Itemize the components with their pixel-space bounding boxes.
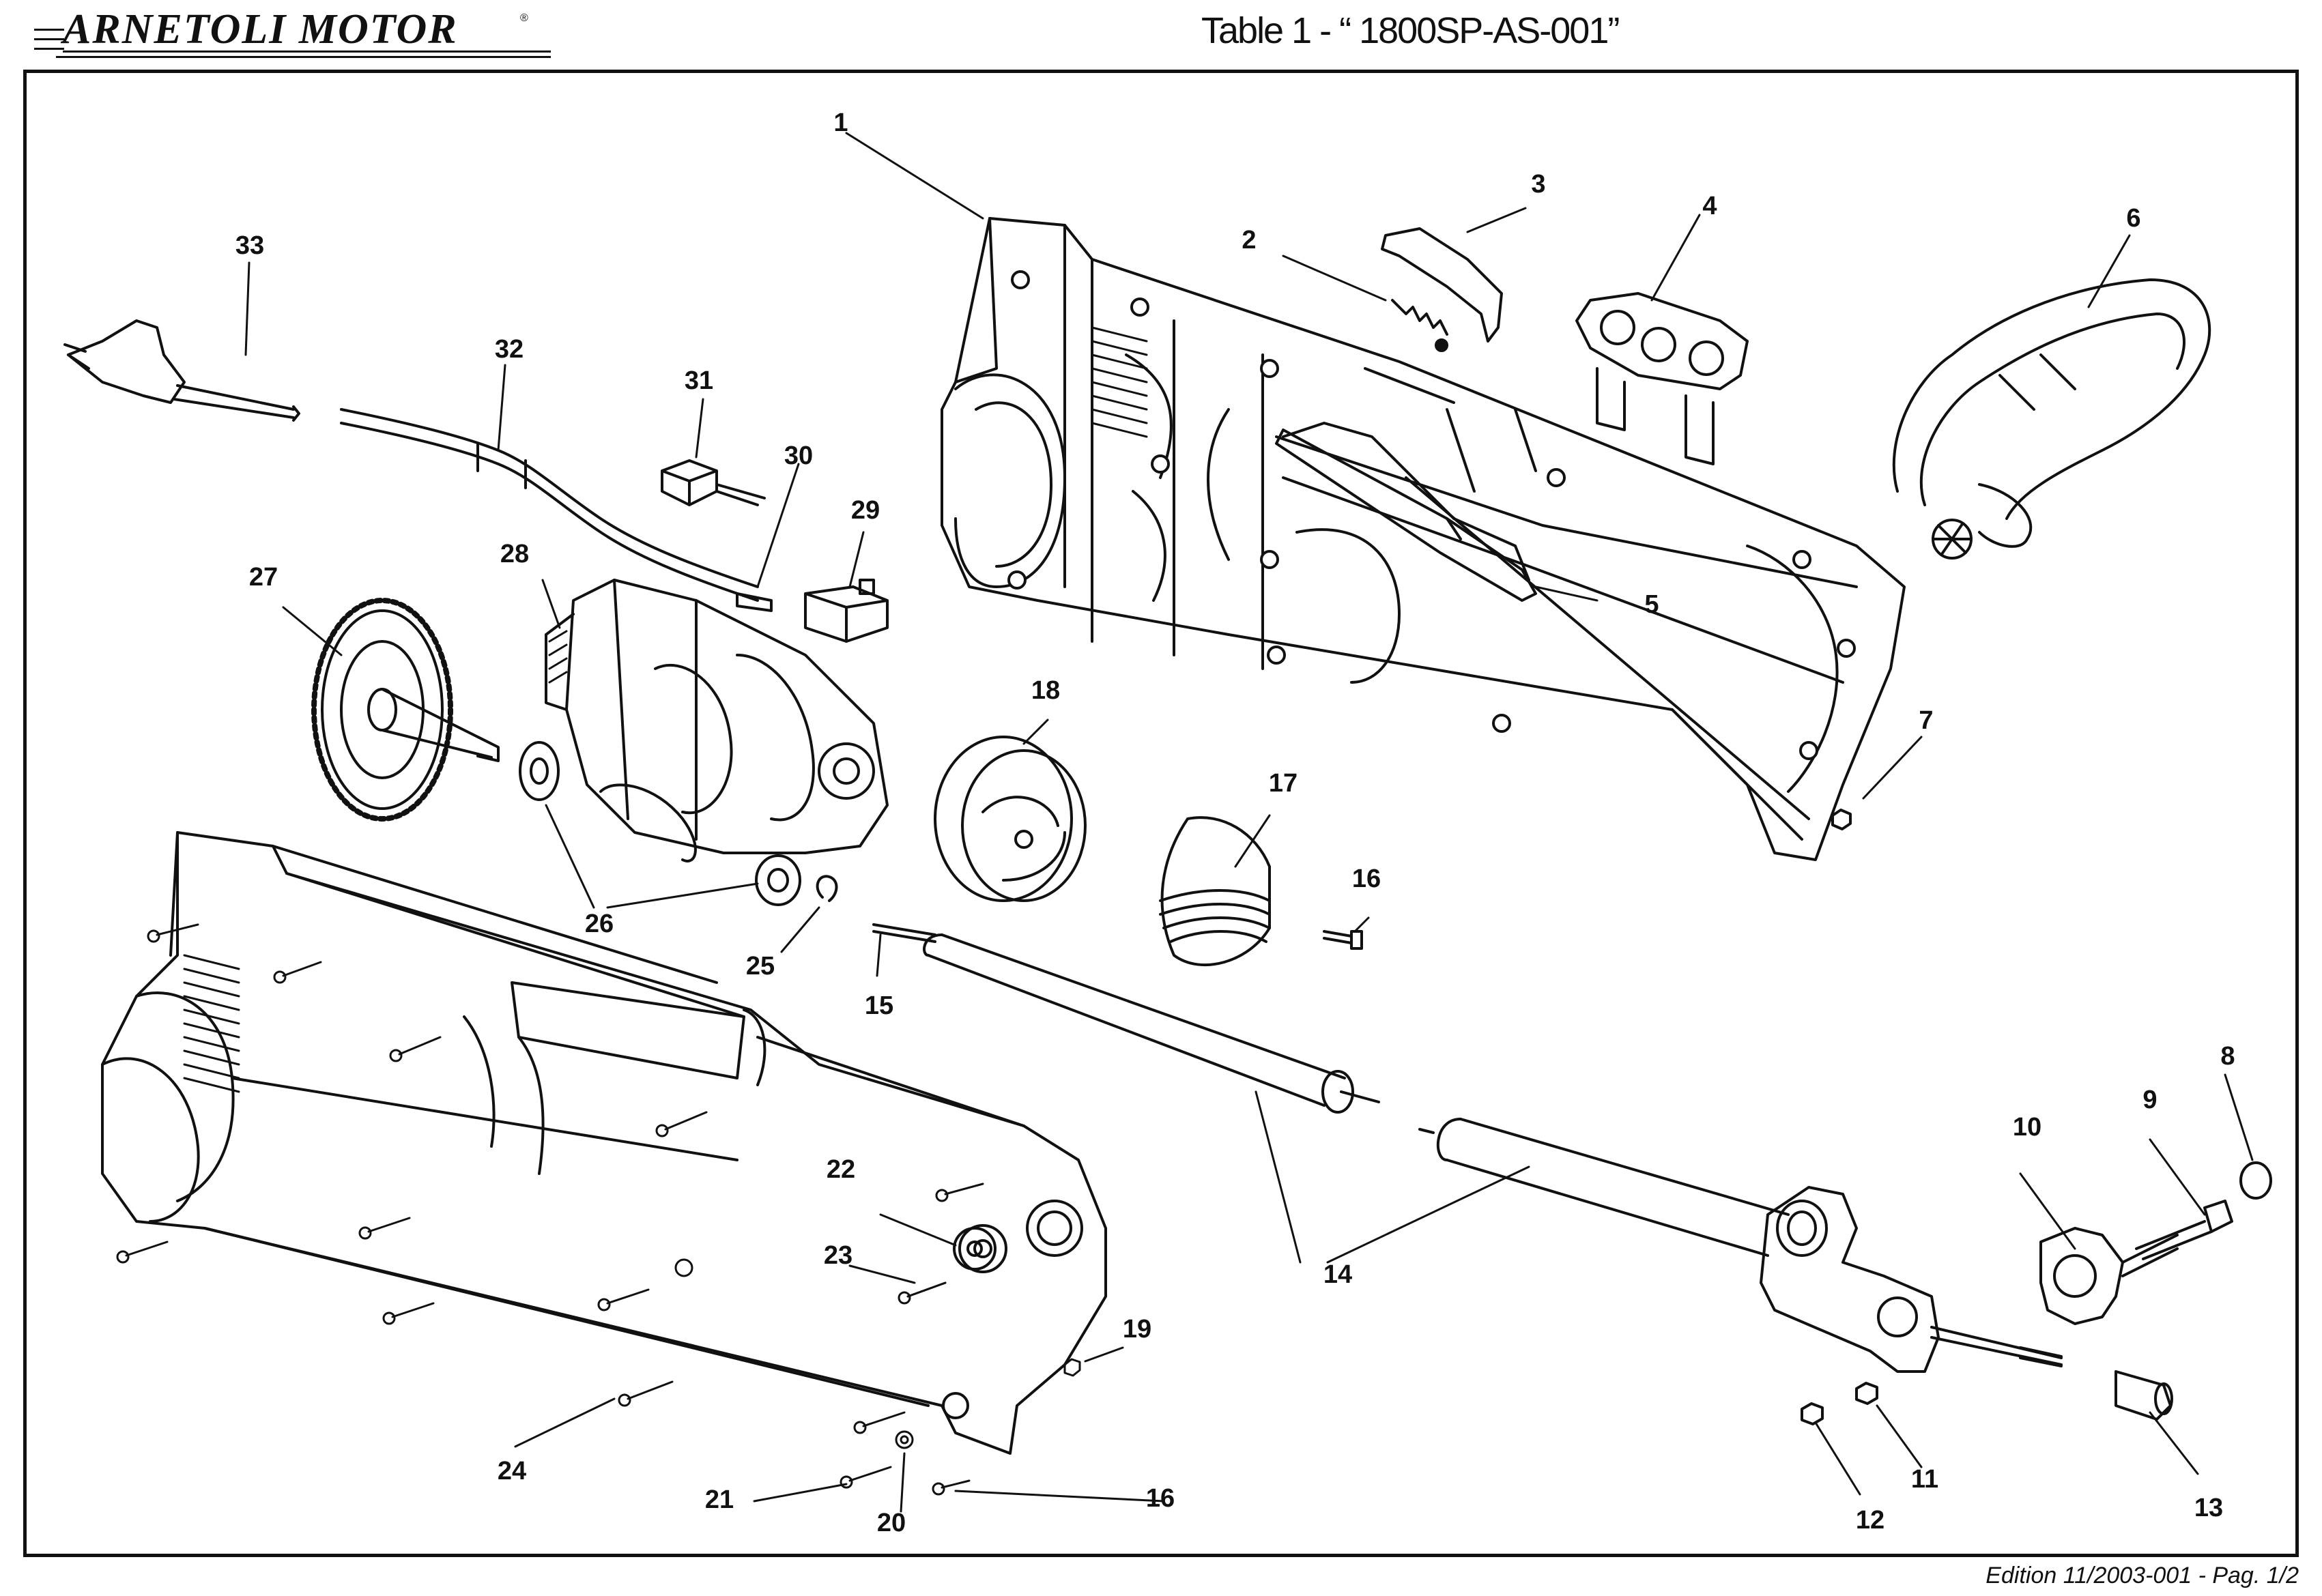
- part-switch: [804, 579, 889, 643]
- edition-footer: Edition 11/2003-001 - Pag. 1/2: [1986, 1563, 2299, 1588]
- part-tube-lower: [1418, 1118, 1790, 1257]
- callout-33: 33: [235, 231, 264, 260]
- callout-25: 25: [746, 952, 775, 981]
- part-nut-12: [1801, 1402, 1824, 1425]
- logo-rule: [34, 29, 64, 31]
- registered-mark: ®: [520, 12, 528, 24]
- part-screw-16: [1323, 930, 1363, 950]
- part-housing-lower: [101, 831, 1107, 1455]
- callout-14: 14: [1323, 1260, 1352, 1289]
- callout-23: 23: [824, 1241, 852, 1270]
- part-gear: [311, 598, 500, 822]
- part-circlip: [816, 875, 838, 902]
- part-terminal: [736, 592, 773, 612]
- callout-7: 7: [1919, 706, 1933, 735]
- brand-name: ARNETOLI MOTOR: [63, 6, 458, 53]
- logo-rule: [34, 48, 64, 50]
- callout-28: 28: [500, 540, 529, 568]
- callout-16-upper: 16: [1352, 865, 1381, 893]
- part-sleeve-13: [2115, 1370, 2173, 1421]
- table-title: Table 1 - “ 1800SP-AS-001”: [1201, 10, 1620, 51]
- part-power-cable: [340, 408, 759, 602]
- callout-32: 32: [495, 335, 524, 364]
- part-fan: [934, 736, 1087, 902]
- callout-19: 19: [1123, 1315, 1151, 1344]
- callout-16-lower: 16: [1146, 1484, 1175, 1513]
- callout-1: 1: [833, 108, 848, 137]
- leader-lines: [244, 132, 2254, 1513]
- callout-8: 8: [2220, 1042, 2235, 1071]
- drawing-frame: [23, 70, 2299, 1557]
- part-motor: [545, 579, 889, 862]
- part-screw: [116, 923, 1081, 1496]
- callout-30: 30: [784, 441, 813, 470]
- callout-13: 13: [2194, 1494, 2223, 1522]
- callout-2: 2: [1242, 226, 1256, 255]
- callout-11: 11: [1911, 1465, 1938, 1494]
- part-impeller: [1159, 816, 1271, 966]
- part-bearing: [519, 741, 801, 906]
- part-nut-7: [1831, 809, 1852, 830]
- callout-6: 6: [2126, 204, 2140, 233]
- callout-10: 10: [2013, 1113, 2041, 1142]
- part-cap-8: [2239, 1161, 2272, 1200]
- part-housing-upper: [941, 217, 1906, 861]
- callout-26: 26: [585, 910, 614, 938]
- callout-21: 21: [705, 1485, 734, 1514]
- part-cover-plate: [1575, 292, 1749, 465]
- callout-labels: 1 2 3 4 5 6 7 8 9 10 11 12 13 14 15 16 1…: [235, 108, 2235, 1537]
- callout-12: 12: [1856, 1506, 1884, 1535]
- callout-18: 18: [1031, 676, 1060, 705]
- callout-24: 24: [498, 1457, 526, 1485]
- callout-4: 4: [1702, 192, 1717, 220]
- callout-29: 29: [851, 496, 880, 525]
- callout-3: 3: [1531, 170, 1545, 199]
- logo-underline: [63, 50, 551, 53]
- callout-17: 17: [1269, 769, 1298, 798]
- callout-31: 31: [685, 366, 713, 395]
- part-capacitor: [661, 459, 766, 506]
- part-knob: [2039, 1227, 2179, 1325]
- callout-27: 27: [249, 563, 278, 592]
- part-spring: [1391, 299, 1448, 352]
- part-linkage-rod: [1275, 429, 1537, 602]
- logo-rule: [34, 38, 64, 40]
- part-trigger-lever: [1381, 227, 1503, 343]
- logo-underline: [56, 56, 551, 58]
- callout-15: 15: [865, 991, 893, 1020]
- callout-5: 5: [1644, 590, 1659, 619]
- part-handle: [1892, 278, 2211, 560]
- callout-9: 9: [2142, 1086, 2157, 1114]
- part-bushing: [953, 1227, 997, 1271]
- part-power-plug: [63, 319, 300, 422]
- callout-22: 22: [827, 1155, 855, 1184]
- part-bolt-9: [2135, 1200, 2233, 1260]
- part-tube: [872, 923, 1380, 1114]
- part-nut-11: [1855, 1382, 1878, 1405]
- callout-20: 20: [877, 1509, 906, 1537]
- brand-logo: ARNETOLI MOTOR ®: [27, 5, 551, 58]
- part-clamp-bracket: [1760, 1186, 2063, 1373]
